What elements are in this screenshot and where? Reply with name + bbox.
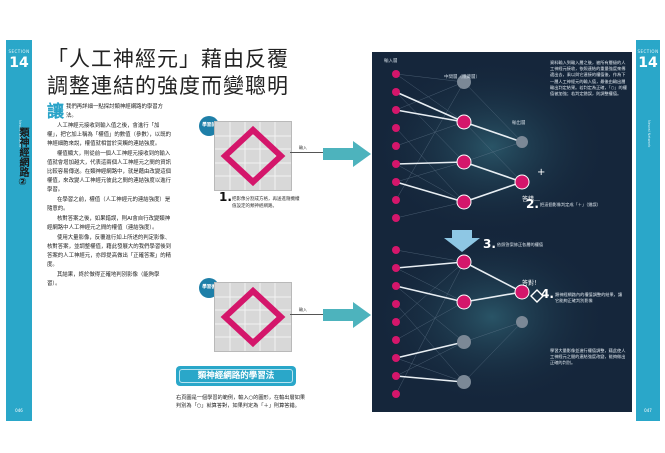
step-2-note: 2. 把這個影像判定成「＋」（錯誤） <box>526 198 610 210</box>
learning-method-heading: 類神經網路的學習法 <box>176 366 296 386</box>
step-4-text: 類神經網路內的權值調整的結果，讓它能夠正確判別影像 <box>555 292 623 304</box>
body-text: 讓我們再詳細一點探討類神經網路的學習方法。 人工神經元接收到輸入值之後，會進行「… <box>47 103 172 290</box>
chapter-tab-right: SECTION 14 Neural Network 047 <box>636 40 660 421</box>
lower-hidden-layer-nodes <box>456 254 472 389</box>
page-number: 047 <box>644 408 652 413</box>
chapter-number: 14 <box>638 55 658 71</box>
step-4-note: 4. 類神經網路內的權值調整的結果，讓它能夠正確判別影像 <box>541 288 625 304</box>
lower-input-layer-nodes <box>392 246 400 398</box>
step-2-text: 把這個影像判定成「＋」（錯誤） <box>540 202 601 207</box>
input-connector-before <box>290 152 332 153</box>
hidden-layer-label: 中間層（隱藏層） <box>444 75 480 80</box>
headline-line-1: 「人工神經元」藉由反覆 <box>47 47 289 71</box>
body-paragraph: 使用大量影像，反覆進行如上所述的判定影像、核對答案，並調整權值，藉此發展大的我們… <box>47 235 171 268</box>
input-image-grid-before <box>214 121 292 191</box>
input-image-grid-after <box>214 282 292 352</box>
diamond-shape-before <box>215 122 291 190</box>
step-1-number: 1. <box>219 190 232 204</box>
step-3-text: 依照答案修正各層的權值 <box>497 242 544 247</box>
body-paragraph: 人工神經元接收到輸入值之後，會進行「加權」，把它加上稱為「權值」的數值（參數），… <box>47 123 171 147</box>
heading-inner-border <box>179 369 293 383</box>
diamond-shape-after <box>215 283 291 351</box>
network-note-top: 資料輸入到輸入層之後，被所有層級的人工神經元接收，依照連結的重量強度來傳遞出去，… <box>550 60 627 97</box>
chapter-tab-left: SECTION 14 Neural Network 046 <box>6 40 32 421</box>
wrong-answer-label: 答錯… <box>522 196 541 203</box>
headline-line-2: 調整連結的強度而變聰明 <box>47 74 289 98</box>
arrow-right-icon <box>323 302 371 328</box>
step-1-caption: 1. 把影像分割成方格，再送進隨機權值設定的類神經網路。 <box>219 191 302 210</box>
input-layer-label: 輸入層 <box>384 59 398 64</box>
chapter-number: 14 <box>9 55 29 71</box>
arrow-down-icon <box>444 230 480 252</box>
learning-method-heading-text: 類神經網路的學習法 <box>197 371 275 381</box>
input-connector-after <box>290 314 332 315</box>
step-3-note: 3. 依照答案修正各層的權值 <box>483 238 567 250</box>
step-4-number: 4. <box>541 287 554 301</box>
chapter-vertical-label: Neural Network <box>18 120 22 148</box>
step-3-number: 3. <box>483 237 496 251</box>
neural-network-diagram: + <box>372 52 632 412</box>
body-paragraph: 權值顯大，則從前一個人工神經元接收到的輸入值就會增加越大，代表這兩個人工神經元之… <box>47 151 171 193</box>
upper-hidden-layer-nodes <box>456 75 472 210</box>
network-note-bottom: 學習大量影像並進行權值調整，藉此使人工神經元之間的連結強度改變，能夠做出正確的判… <box>550 348 626 366</box>
chapter-vertical-label: Neural Network <box>647 120 651 148</box>
body-paragraph: 核對答案之後，如果錯誤，則AI會自行改變類神經網路中人工神經元之間的權值（連結強… <box>47 216 171 231</box>
body-paragraph: 在學習之前，權值（人工神經元的連結強度）是隨意的。 <box>47 197 171 212</box>
svg-text:+: + <box>537 167 545 178</box>
sidebar-title: 類神經網路② <box>17 127 28 188</box>
page-number: 046 <box>15 408 23 413</box>
intro-paragraph: 讓我們再詳細一點探討類神經網路的學習方法。 <box>47 103 172 121</box>
step-1-text: 把影像分割成方格，再送進隨機權值設定的類神經網路。 <box>232 197 300 209</box>
chapter-label: SECTION <box>8 49 30 54</box>
step-2-number: 2. <box>526 197 539 211</box>
correct-answer-label: 答對！ <box>522 280 541 287</box>
input-label-before: 輸入 <box>299 145 307 150</box>
network-graphic: + <box>372 57 612 407</box>
intro-text: 我們再詳細一點探討類神經網路的學習方法。 <box>66 104 164 119</box>
body-paragraph: 其結果，終於做得正確地判別影像（能夠學習）。 <box>47 272 160 287</box>
output-layer-label: 輸出層 <box>512 121 526 126</box>
chapter-label: SECTION <box>637 49 659 54</box>
arrow-right-icon <box>323 141 371 167</box>
input-label-after: 輸入 <box>299 307 307 312</box>
drop-cap: 讓 <box>47 102 64 122</box>
page-headline: 「人工神經元」藉由反覆 調整連結的強度而變聰明 <box>47 46 292 100</box>
upper-input-layer-nodes <box>392 70 400 222</box>
learning-method-text: 右頁圖是一個學習的範例，輸入○的圖形，在輸出層如果判別為「○」就算答對，如果判定… <box>176 395 306 409</box>
